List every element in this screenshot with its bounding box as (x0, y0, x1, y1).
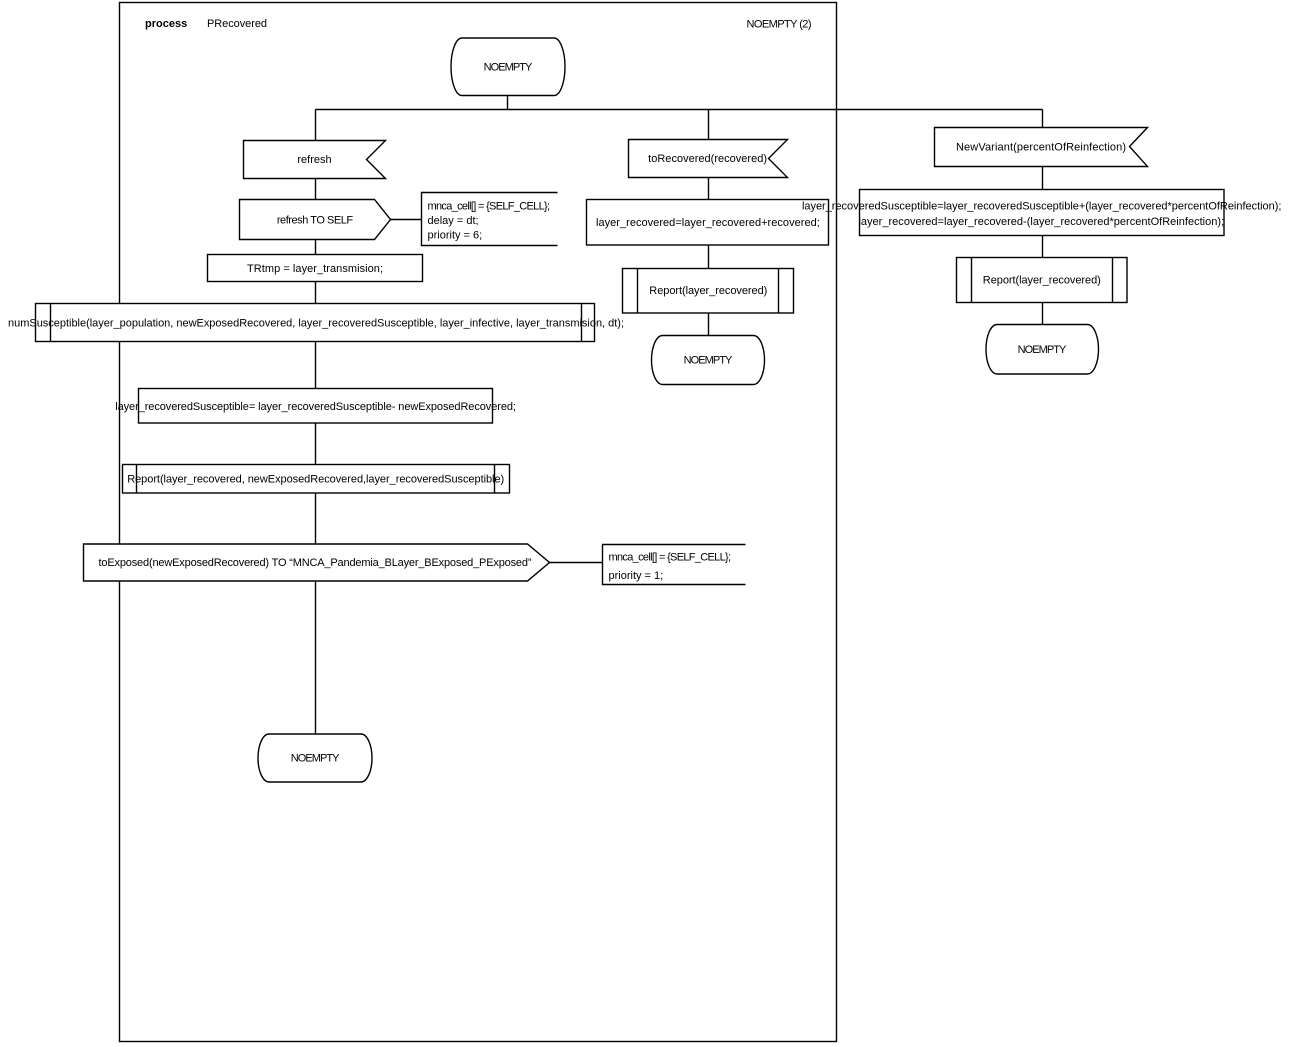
svg-text:NewVariant(percentOfReinfectio: NewVariant(percentOfReinfection) (956, 141, 1126, 153)
svg-text:layer_recovered=layer_recovere: layer_recovered=layer_recovered+recovere… (596, 217, 820, 229)
svg-text:Report(layer_recovered, newExp: Report(layer_recovered, newExposedRecove… (127, 474, 504, 486)
svg-text:layer_recovered=layer_recovere: layer_recovered=layer_recovered-(layer_r… (858, 216, 1224, 228)
svg-text:layer_recoveredSusceptible= la: layer_recoveredSusceptible= layer_recove… (115, 401, 516, 413)
svg-text:delay = dt;: delay = dt; (428, 215, 479, 227)
svg-text:priority = 6;: priority = 6; (428, 229, 483, 241)
svg-text:NOEMPTY: NOEMPTY (684, 355, 733, 367)
svg-text:Report(layer_recovered): Report(layer_recovered) (983, 274, 1101, 286)
svg-text:layer_recoveredSusceptible=lay: layer_recoveredSusceptible=layer_recover… (802, 201, 1282, 213)
svg-text:mnca_cell[] = {SELF_CELL};: mnca_cell[] = {SELF_CELL}; (428, 200, 551, 212)
svg-text:NOEMPTY: NOEMPTY (484, 62, 533, 74)
svg-text:TRtmp = layer_transmision;: TRtmp = layer_transmision; (247, 263, 383, 275)
svg-text:toExposed(newExposedRecovered): toExposed(newExposedRecovered) TO “MNCA_… (99, 557, 532, 569)
svg-text:mnca_cell[] = {SELF_CELL};: mnca_cell[] = {SELF_CELL}; (609, 552, 732, 564)
svg-text:numSusceptible(layer_populatio: numSusceptible(layer_population, newExpo… (8, 317, 624, 329)
svg-text:NOEMPTY (2): NOEMPTY (2) (747, 19, 812, 31)
svg-text:PRecovered: PRecovered (207, 18, 267, 30)
svg-text:refresh: refresh (297, 154, 331, 166)
svg-text:Report(layer_recovered): Report(layer_recovered) (649, 285, 767, 297)
svg-text:toRecovered(recovered): toRecovered(recovered) (648, 153, 767, 165)
svg-text:NOEMPTY: NOEMPTY (291, 753, 340, 765)
svg-text:priority = 1;: priority = 1; (609, 570, 664, 582)
svg-text:process: process (145, 18, 187, 30)
svg-text:refresh TO SELF: refresh TO SELF (277, 214, 354, 226)
svg-text:NOEMPTY: NOEMPTY (1018, 344, 1067, 356)
